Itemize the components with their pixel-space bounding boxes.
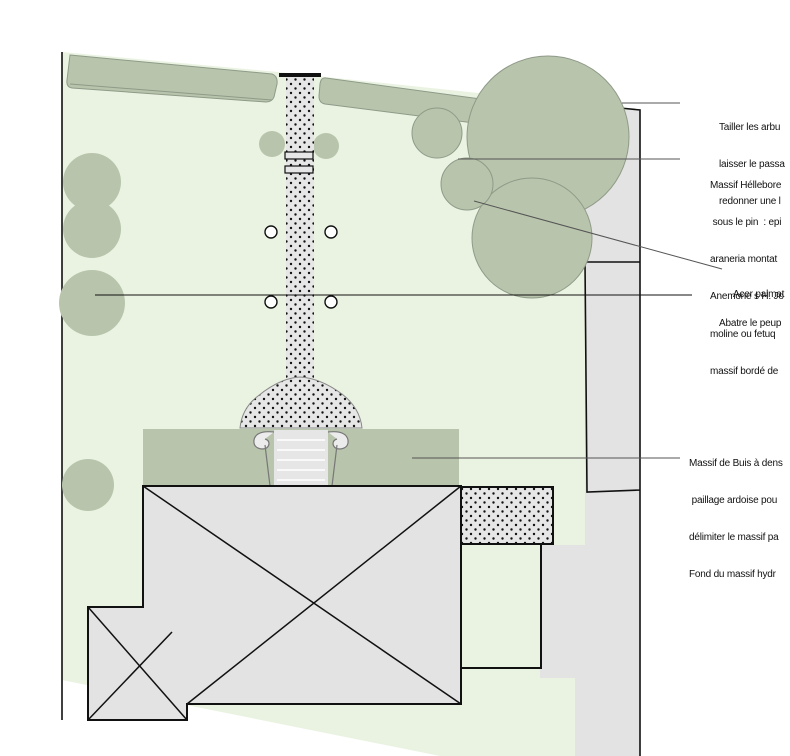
- tree-left-1: [63, 153, 121, 211]
- annotation-line: moline ou fetuq: [710, 328, 776, 340]
- post-3: [264, 295, 278, 309]
- annotation-line: Acer palmat: [733, 288, 785, 300]
- gravel-path: [286, 74, 314, 384]
- annotation-line: paillage ardoise pou: [689, 495, 778, 507]
- annex-building: [461, 543, 542, 669]
- acer-shrub: [440, 157, 494, 211]
- poplar-tree: [59, 270, 125, 336]
- annotation-line: massif bordé de: [710, 365, 779, 377]
- leader-acer: [473, 200, 723, 270]
- hedge-top-left-edge: [69, 83, 273, 101]
- shrub-small-ring: [411, 107, 463, 159]
- property-boundary: [61, 52, 641, 756]
- annotation-line: Massif de Buis à dens: [689, 457, 783, 469]
- annotation-line: redonner une l: [719, 196, 781, 208]
- step-lines: [277, 439, 325, 481]
- annotation-line: laisser le passa: [719, 159, 785, 171]
- steps-side-left: [253, 431, 275, 487]
- shrub-path-left: [259, 131, 285, 157]
- entrance-steps: [274, 430, 328, 487]
- annotation-line: Massif Héllebore: [710, 179, 782, 191]
- house-roof-lines: [87, 485, 462, 721]
- annotation-line: Abatre le peup: [719, 317, 782, 329]
- path-step-2: [284, 165, 314, 174]
- tree-lower-right: [471, 177, 593, 299]
- path-step-1: [284, 151, 314, 160]
- post-4: [324, 295, 338, 309]
- tree-left-2: [63, 200, 121, 258]
- annotation-line: Tailler les arbu: [719, 121, 781, 133]
- house: [87, 485, 462, 721]
- annotation-trim-shrubs: Tailler les arbu laisser le passa redonn…: [719, 97, 785, 221]
- annotation-acer: Acer palmat: [733, 264, 784, 314]
- annotation-line: délimiter le massif pa: [689, 532, 779, 544]
- terrace-dome: [239, 376, 363, 429]
- annotation-line: Anemone s H. Jo: [710, 291, 784, 303]
- post-2: [324, 225, 338, 239]
- annotation-poplar: Abatre le peup: [719, 293, 781, 343]
- hedge-top-left: [66, 54, 278, 103]
- patio: [460, 486, 554, 545]
- annotation-line: araneria montat: [710, 254, 778, 266]
- tree-left-3: [62, 459, 114, 511]
- shrub-path-right: [313, 133, 339, 159]
- post-1: [264, 225, 278, 239]
- annotation-hellebore: Massif Héllebore sous le pin : epi arane…: [710, 155, 784, 391]
- steps-side-right: [327, 431, 349, 487]
- annotation-line: Fond du massif hydr: [689, 569, 776, 581]
- neighbour-building: [540, 110, 640, 756]
- annotation-boxwood: Massif de Buis à dens paillage ardoise p…: [689, 433, 783, 594]
- annotation-line: sous le pin : epi: [710, 217, 782, 229]
